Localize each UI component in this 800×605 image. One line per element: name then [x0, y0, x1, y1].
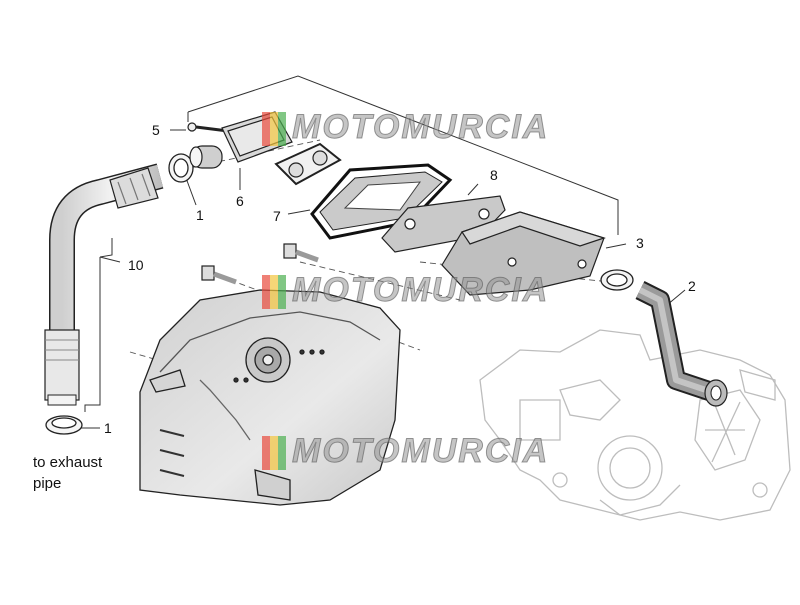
watermark-flag-stripe — [270, 275, 278, 309]
reed-gasket — [274, 142, 342, 186]
hose-2 — [635, 281, 728, 407]
clamp-1-upper — [168, 153, 194, 183]
watermark-flag-stripe — [278, 436, 286, 470]
callout-7: 7 — [273, 208, 281, 224]
hose-10 — [44, 163, 164, 406]
callout-3: 3 — [636, 235, 644, 251]
watermark-flag-stripe — [278, 112, 286, 146]
watermark-flag-stripe — [262, 112, 270, 146]
clamp-3 — [600, 269, 634, 291]
clamp-1-lower — [45, 415, 83, 435]
callout-8: 8 — [490, 167, 498, 183]
exhaust-note: to exhaust pipe — [33, 454, 103, 492]
watermark-middle: MOTOMURCIA — [291, 271, 550, 310]
engine-casing — [479, 329, 791, 521]
watermark-flag-stripe — [278, 275, 286, 309]
watermark-bottom: MOTOMURCIA — [291, 432, 550, 471]
callout-5: 5 — [152, 122, 160, 138]
watermark-flag-top — [262, 112, 288, 146]
watermark-flag-bottom — [262, 436, 288, 470]
watermark-top: MOTOMURCIA — [291, 108, 550, 147]
callout-10: 10 — [128, 257, 144, 273]
gasket-7 — [310, 163, 453, 240]
watermark-flag-stripe — [262, 275, 270, 309]
callout-1-upper: 1 — [196, 207, 204, 223]
watermark-flag-stripe — [270, 436, 278, 470]
callout-1-lower: 1 — [104, 420, 112, 436]
callout-6: 6 — [236, 193, 244, 209]
watermark-flag-stripe — [270, 112, 278, 146]
reed-plate-8 — [381, 195, 506, 253]
bolts — [201, 243, 319, 285]
callout-2: 2 — [688, 278, 696, 294]
reed-valve-block — [441, 211, 606, 296]
screw-5 — [187, 122, 229, 133]
cover-housing — [139, 289, 401, 506]
watermark-flag-middle — [262, 275, 288, 309]
callouts: 5 1 6 7 8 3 2 10 1 — [104, 122, 696, 436]
watermark-flag-stripe — [262, 436, 270, 470]
